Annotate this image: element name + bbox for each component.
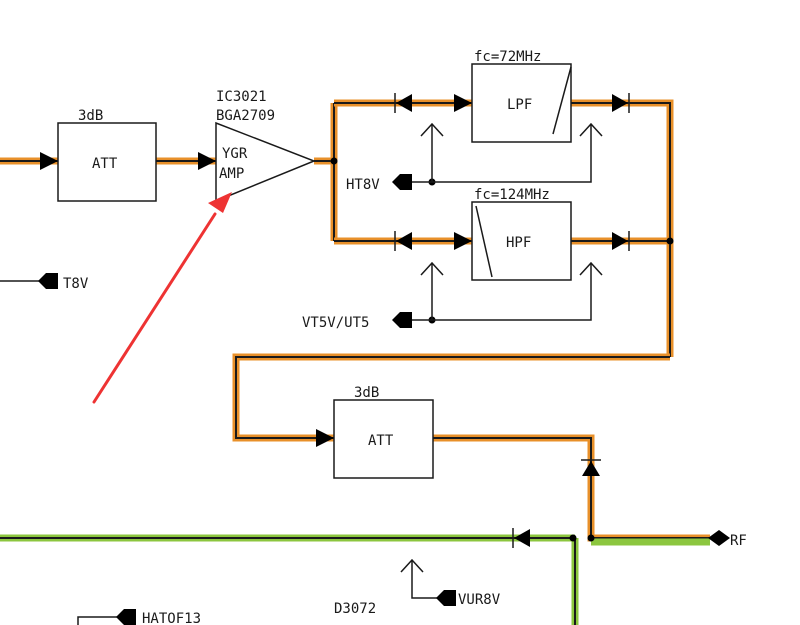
switch-diodes: [394, 93, 630, 548]
part-d3072-label: D3072: [334, 601, 376, 617]
hpf-block: fc=124MHz HPF: [471, 187, 572, 281]
bias-wires: [0, 122, 603, 625]
amp-part-label: BGA2709: [216, 108, 275, 124]
amp-line2-label: AMP: [219, 166, 244, 182]
amp-ref-label: IC3021: [216, 89, 267, 105]
port-labels: HT8V VT5V/UT5 T8V RF VUR8V HATOF13 D3072: [63, 177, 747, 625]
att-output-title: 3dB: [354, 385, 379, 401]
port-t8v-label: T8V: [63, 276, 89, 292]
lpf-block: fc=72MHz LPF: [471, 49, 572, 143]
att-input-block: 3dB ATT: [57, 108, 157, 202]
att-output-label: ATT: [368, 433, 394, 449]
amp-line1-label: YGR: [222, 146, 248, 162]
hpf-label: HPF: [506, 235, 531, 251]
hpf-title: fc=124MHz: [474, 187, 550, 203]
port-vt5v-label: VT5V/UT5: [302, 315, 369, 331]
port-vur8v-label: VUR8V: [458, 592, 501, 608]
lpf-title: fc=72MHz: [474, 49, 541, 65]
green-path: [0, 534, 710, 625]
att-output-block: 3dB ATT: [333, 385, 434, 479]
att-input-label: ATT: [92, 156, 118, 172]
lpf-label: LPF: [507, 97, 532, 113]
annotation-arrow: [92, 192, 232, 404]
port-ht8v-label: HT8V: [346, 177, 380, 193]
port-hatof13-label: HATOF13: [142, 611, 201, 625]
amp-block: IC3021 BGA2709 YGR AMP: [215, 89, 317, 203]
signal-arrowheads: [40, 94, 472, 447]
signal-path: [0, 99, 710, 542]
port-rf-label: RF: [730, 533, 747, 549]
port-flags: [38, 174, 730, 625]
att-input-title: 3dB: [78, 108, 103, 124]
